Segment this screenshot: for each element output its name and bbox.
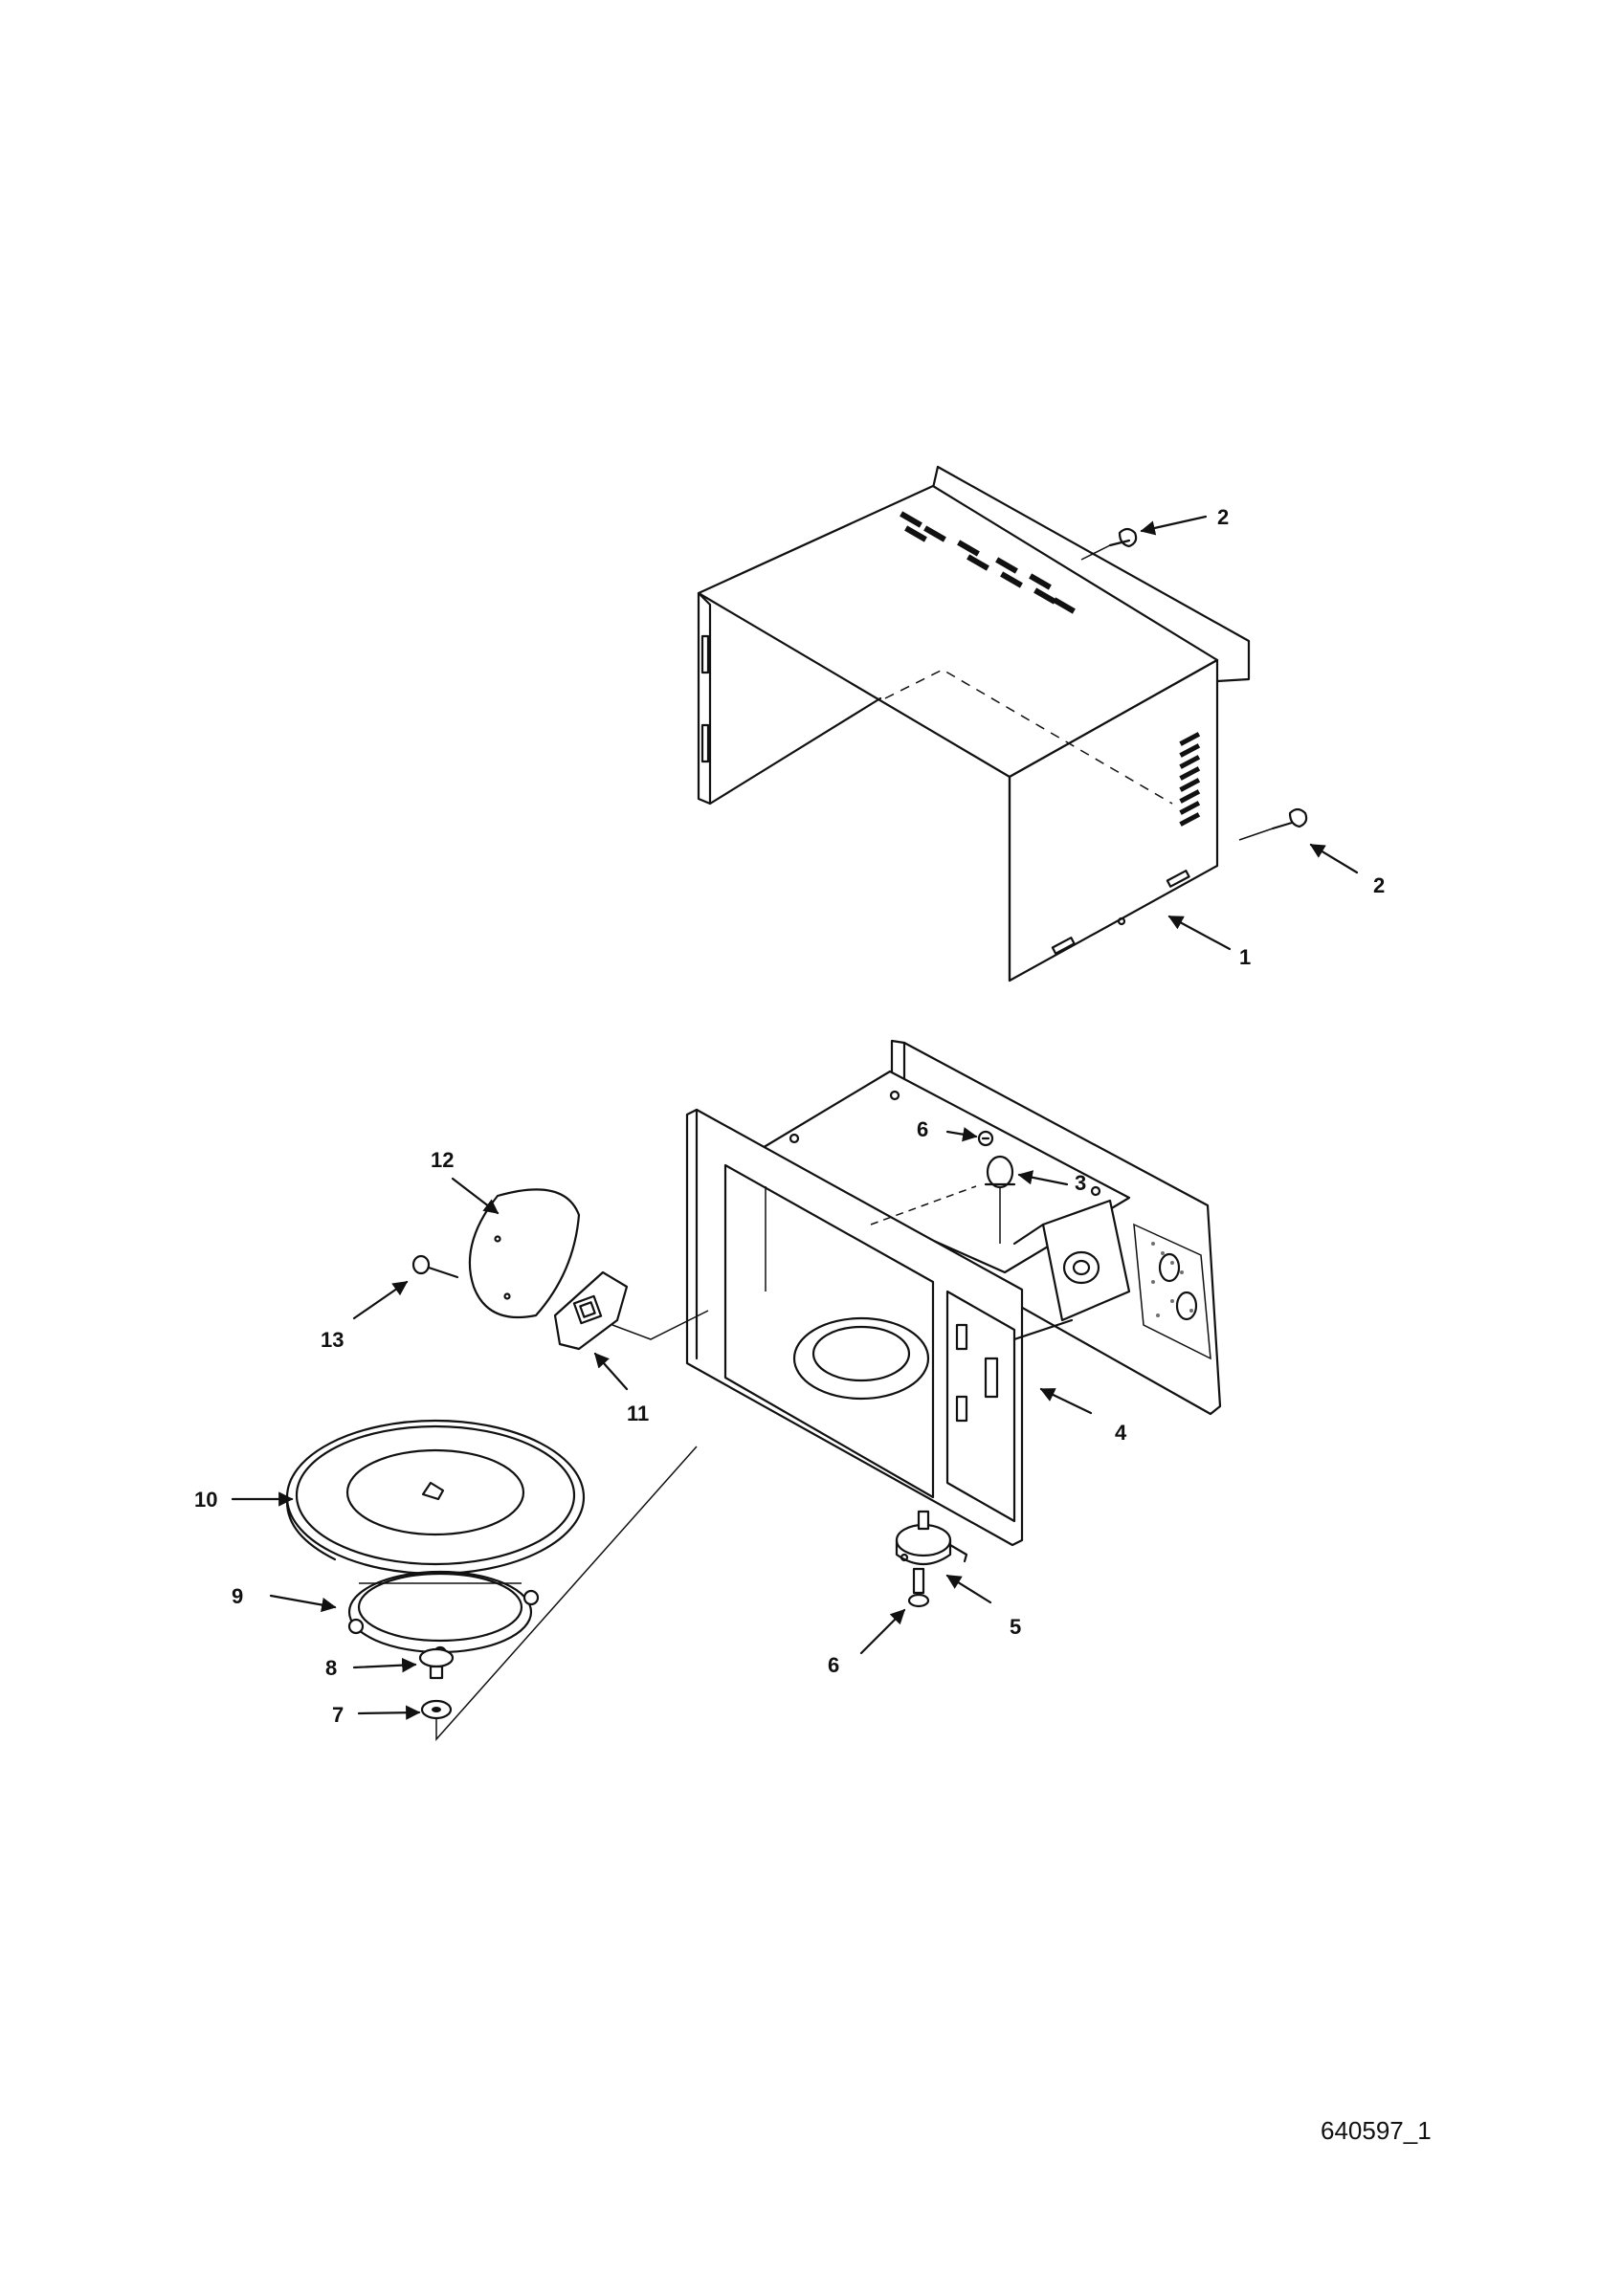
shaft-seal xyxy=(420,1446,698,1741)
cabinet-screw-upper xyxy=(1080,527,1138,561)
callout-8: 8 xyxy=(325,1656,337,1680)
cover-screw xyxy=(411,1254,459,1279)
glass-turntable-tray xyxy=(285,1419,586,1576)
callout-12: 12 xyxy=(431,1148,454,1172)
callout-6-lower: 6 xyxy=(828,1653,839,1677)
screw-lower xyxy=(907,1567,930,1608)
stirrer-bracket xyxy=(553,1270,709,1351)
coupler xyxy=(418,1647,455,1680)
document-id: 640597_1 xyxy=(1321,2116,1432,2145)
screw-upper xyxy=(977,1130,994,1147)
callout-7: 7 xyxy=(332,1703,344,1727)
waveguide-cover xyxy=(468,1188,581,1319)
callout-2-upper: 2 xyxy=(1217,505,1229,529)
callout-4: 4 xyxy=(1115,1421,1127,1445)
cabinet-screw-lower xyxy=(1238,807,1308,841)
callout-9: 9 xyxy=(232,1584,243,1608)
callout-13: 13 xyxy=(321,1328,344,1352)
leader-arrows xyxy=(231,515,1359,1720)
callout-11: 11 xyxy=(627,1402,649,1425)
turntable-motor xyxy=(895,1510,968,1565)
callout-5: 5 xyxy=(1010,1615,1021,1639)
callout-2-lower: 2 xyxy=(1373,873,1385,897)
callout-10: 10 xyxy=(194,1488,217,1512)
oven-cavity-chassis xyxy=(685,1039,1222,1547)
callout-3: 3 xyxy=(1075,1171,1086,1195)
callout-6-upper: 6 xyxy=(917,1117,928,1141)
roller-ring xyxy=(347,1570,540,1661)
outer-cabinet xyxy=(697,465,1251,982)
callout-1: 1 xyxy=(1239,945,1251,969)
thermal-protector xyxy=(984,1155,1016,1244)
